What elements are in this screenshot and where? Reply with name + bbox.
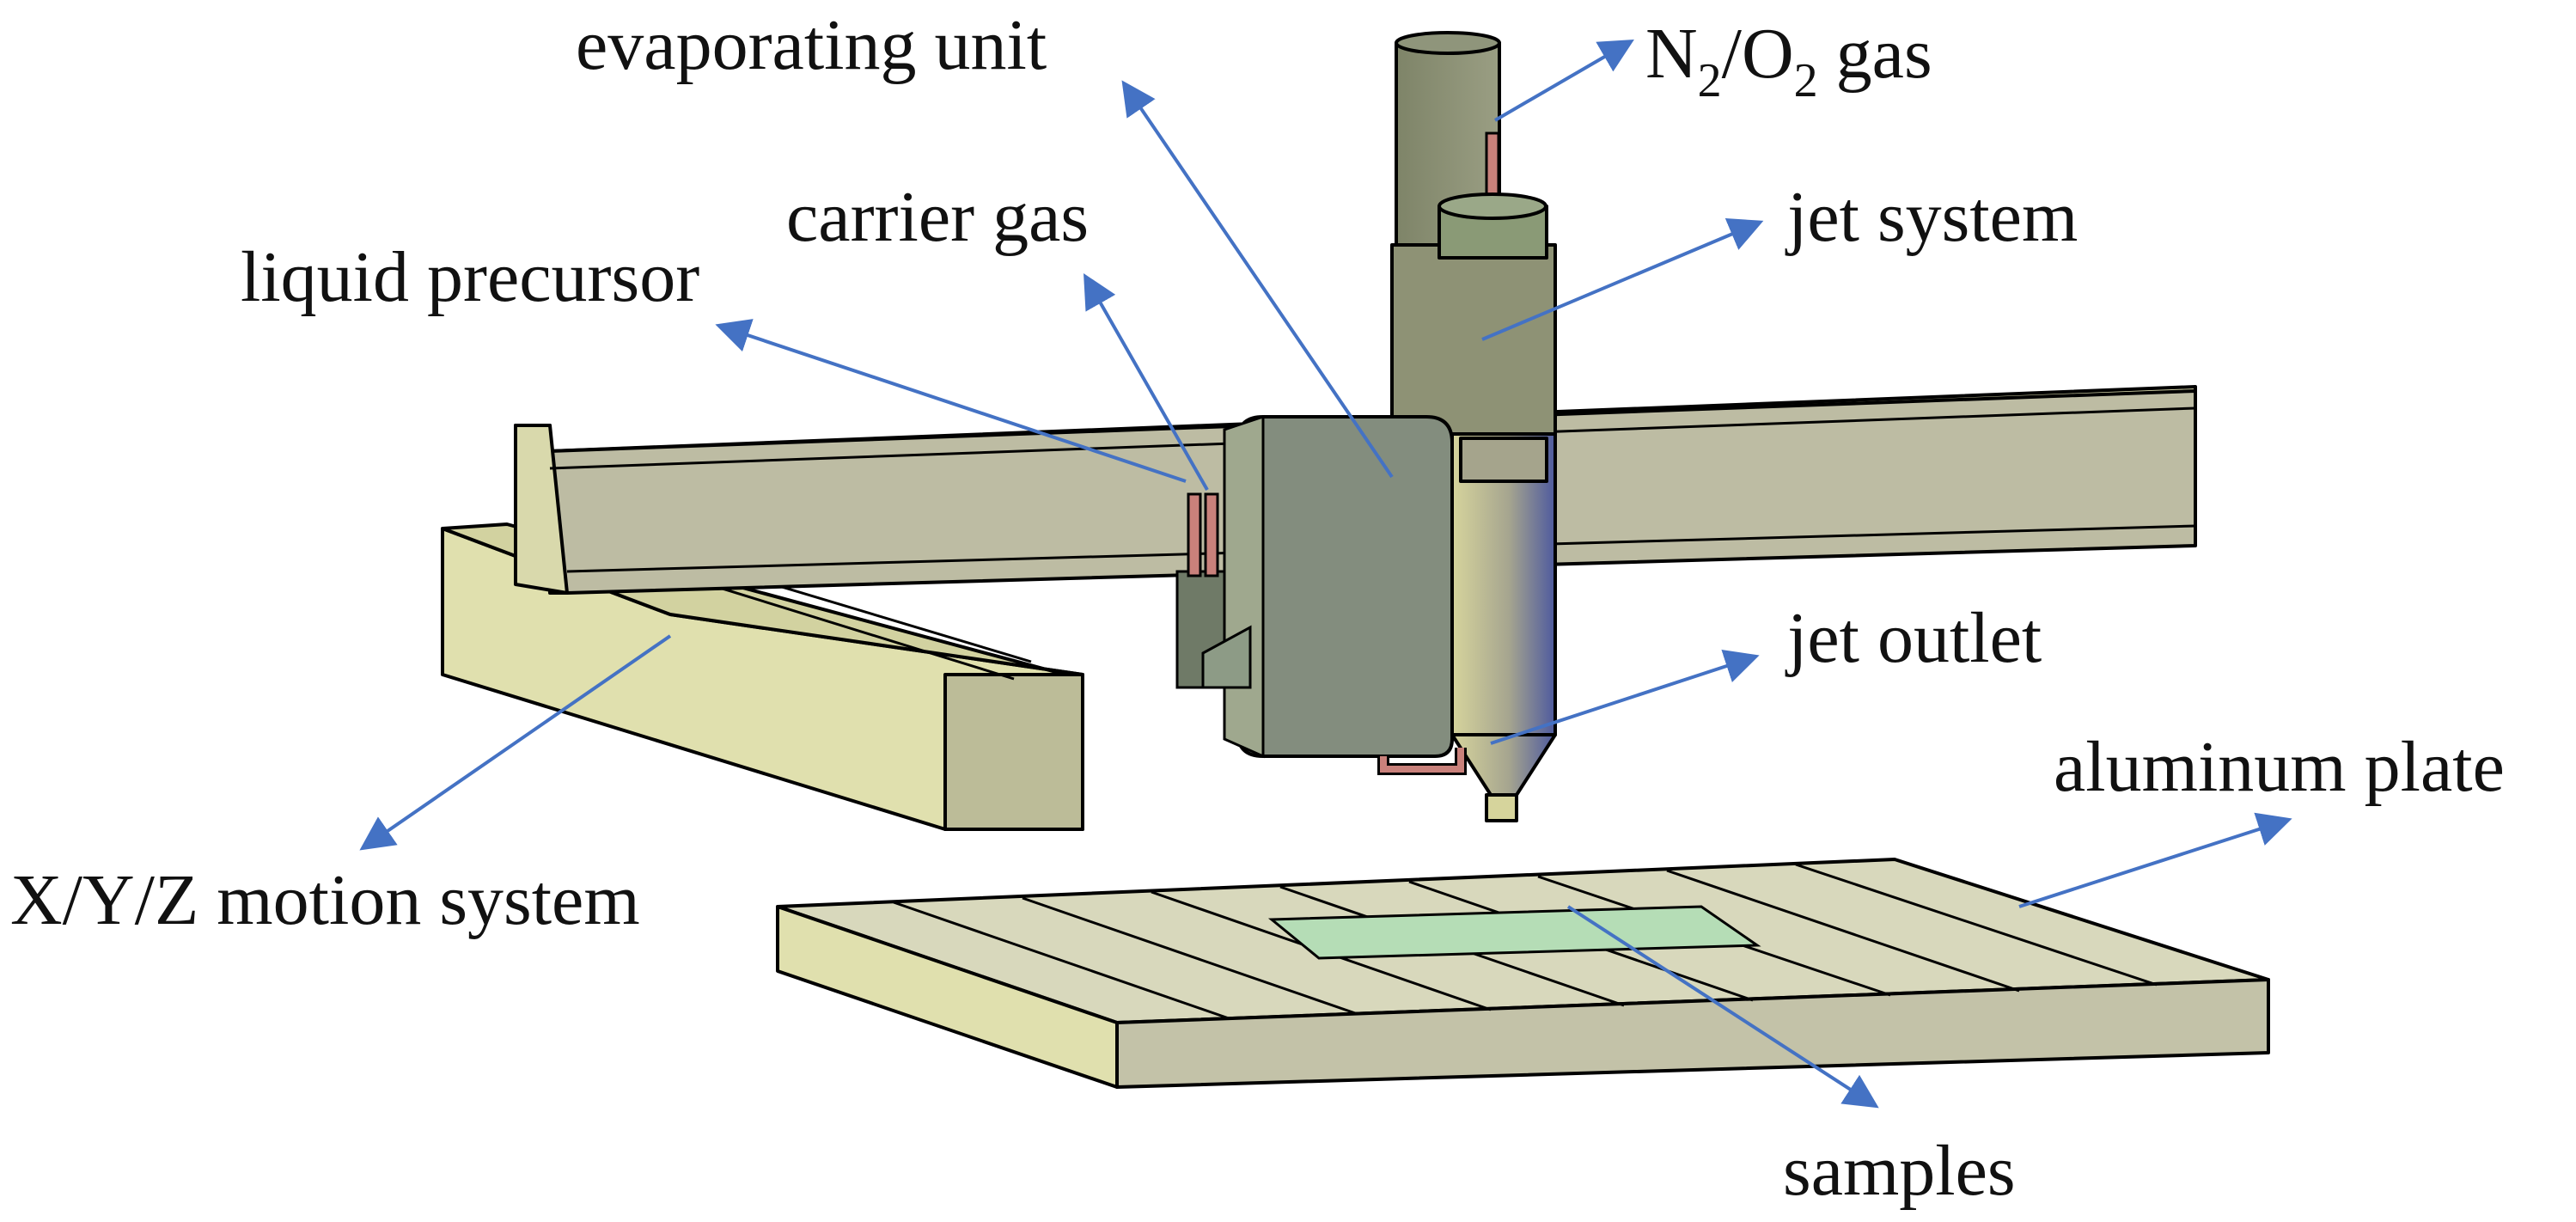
aluminum-plate xyxy=(776,858,2270,1089)
arrow-aluminum-plate xyxy=(2018,812,2292,908)
label-aluminum-plate: aluminum plate xyxy=(2054,727,2505,807)
arrow-evaporating-unit xyxy=(1121,80,1394,479)
arrow-jet-system xyxy=(1481,218,1764,341)
evaporating-unit xyxy=(1175,414,1467,775)
precursor-tube xyxy=(1187,492,1202,577)
label-jet-outlet: jet outlet xyxy=(1785,598,2042,678)
label-samples: samples xyxy=(1783,1131,2016,1211)
carrier-tube xyxy=(1204,492,1219,577)
arrow-n2o2-gas xyxy=(1493,39,1634,122)
annotation-arrows xyxy=(359,39,2292,1109)
label-carrier-gas: carrier gas xyxy=(786,177,1089,257)
label-jet-system: jet system xyxy=(1785,177,2078,257)
label-xyz-motion-system: X/Y/Z motion system xyxy=(10,860,640,940)
arrow-samples xyxy=(1566,905,1879,1109)
arrow-liquid-precursor xyxy=(715,319,1187,483)
label-liquid-precursor: liquid precursor xyxy=(241,237,699,317)
label-evaporating-unit: evaporating unit xyxy=(576,5,1047,85)
arrow-jet-outlet xyxy=(1490,649,1760,745)
arrow-xyz-motion xyxy=(359,634,672,851)
sample-plate xyxy=(1267,905,1761,960)
label-n2o2-gas: N2/O2 gas xyxy=(1645,14,1932,107)
arrow-carrier-gas xyxy=(1084,273,1209,491)
